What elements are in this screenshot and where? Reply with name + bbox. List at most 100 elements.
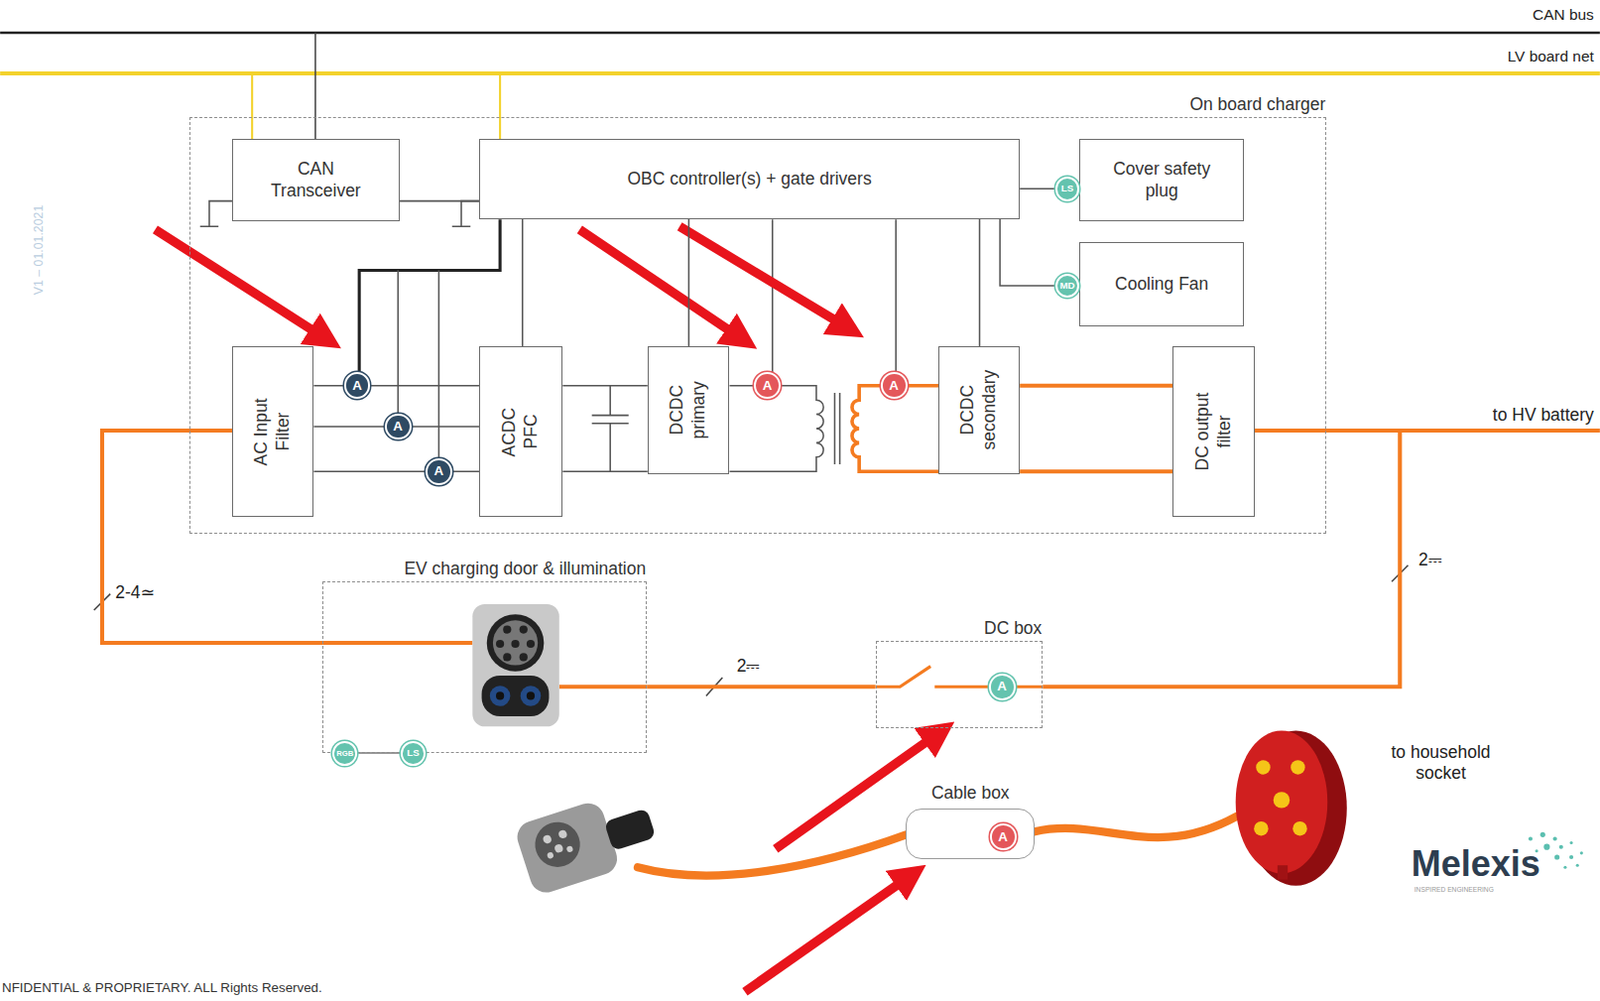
logo-dots <box>1580 851 1584 855</box>
callout-arrow <box>154 229 317 333</box>
transformer <box>834 392 840 465</box>
box-label: Cover safety plug <box>1105 158 1220 203</box>
callout-arrow <box>679 226 839 323</box>
sensor-wire <box>359 219 896 459</box>
callout-arrow <box>154 226 931 991</box>
household-plug <box>1292 821 1307 836</box>
ev-plug <box>542 834 553 845</box>
sensor-symbol: MD <box>1055 273 1081 299</box>
charging-inlet <box>526 639 535 648</box>
fan-box: Cooling Fan <box>1079 242 1245 326</box>
box-label: DCDC primary <box>666 367 711 453</box>
logo-dots <box>1553 836 1558 841</box>
bus-lines <box>251 73 500 140</box>
household-plug <box>1290 759 1305 774</box>
charging-inlet <box>495 691 504 700</box>
port-label: to household socket <box>1363 741 1517 784</box>
box-label: CAN Transceiver <box>258 158 373 203</box>
ammeter-symbol: A <box>384 413 412 441</box>
sensor-symbol: RGB <box>332 740 358 766</box>
ev-plug <box>557 829 568 840</box>
group-heading: EV charging door & illumination <box>403 558 646 581</box>
household-plug <box>1235 730 1329 873</box>
callout-arrow <box>744 881 902 992</box>
charging-inlet <box>520 685 542 707</box>
logo-dots <box>1576 863 1580 867</box>
household-plug <box>1253 821 1268 836</box>
ground-symbol <box>452 201 481 228</box>
box-label: DC output filter <box>1192 388 1236 475</box>
group-heading: On board charger <box>1189 94 1326 117</box>
converter-box: DCDC secondary <box>938 346 1020 475</box>
signal-connector <box>313 384 480 387</box>
dc-box-group: DC box <box>875 640 1044 729</box>
signal-connector <box>979 219 982 348</box>
charging-inlet <box>492 619 538 665</box>
box-label: ACDC PFC <box>498 388 543 475</box>
charging-cable <box>637 834 907 875</box>
box-label: DCDC secondary <box>957 367 1001 453</box>
bus-label: CAN bus <box>1532 5 1595 25</box>
logo-text: Melexis <box>1411 843 1541 886</box>
ev-plug <box>546 851 555 860</box>
signal-connector <box>521 219 524 348</box>
watermark: V1 – 01.01.2021 <box>31 205 47 296</box>
signal-connector <box>562 470 647 473</box>
household-plug <box>1235 730 1348 885</box>
household-plug <box>1277 864 1288 879</box>
sensor-symbol: LS <box>1055 176 1081 202</box>
hv-wire <box>875 666 932 688</box>
bus-lines <box>0 71 1600 76</box>
pfc-box: ACDC PFC <box>479 346 563 517</box>
logo-dots <box>1563 865 1567 869</box>
charging-inlet <box>482 675 550 717</box>
ammeter-symbol: A <box>344 371 371 399</box>
logo-dots <box>1554 854 1560 860</box>
logo-dots <box>1570 841 1574 845</box>
ammeter-symbol: A <box>989 823 1017 851</box>
transceiver-box: CAN Transceiver <box>232 138 400 221</box>
sensor-symbol: LS <box>400 740 426 766</box>
ev-plug <box>512 798 621 896</box>
port-label: to HV battery <box>1492 403 1595 425</box>
wire-count: 2⎓ <box>737 654 761 676</box>
controller-box: OBC controller(s) + gate drivers <box>479 138 1020 219</box>
wire-count: 2⎓ <box>1418 548 1443 570</box>
box-label: Cooling Fan <box>1114 273 1209 296</box>
ammeter-symbol: A <box>988 673 1016 701</box>
charging-inlet <box>495 639 504 648</box>
filter-box: DC output filter <box>1172 346 1254 517</box>
charging-inlet <box>490 685 511 707</box>
charging-inlet <box>472 604 559 727</box>
logo-tagline: INSPIRED ENGINEERING <box>1414 885 1494 894</box>
group-heading: DC box <box>984 617 1042 640</box>
ammeter-symbol: A <box>753 371 781 399</box>
charging-inlet <box>526 691 535 700</box>
charging-inlet <box>519 652 528 661</box>
hv-connector <box>1019 469 1173 474</box>
charging-inlet <box>472 604 559 727</box>
charging-door-group: EV charging door & illumination <box>322 581 647 753</box>
ammeter-symbol: A <box>425 458 453 486</box>
capacitor <box>592 385 629 472</box>
logo-dots <box>1569 855 1574 860</box>
footer-note: NFIDENTIAL & PROPRIETARY. ALL Rights Res… <box>1 980 323 996</box>
ammeter-symbol: A <box>880 371 908 399</box>
charger-housing: On board chargerCAN TransceiverOBC contr… <box>189 117 1327 534</box>
box-label: AC Input Filter <box>250 388 295 475</box>
ev-plug <box>553 843 564 854</box>
bus-label: LV board net <box>1507 46 1595 66</box>
transformer <box>730 385 940 472</box>
logo-dots <box>1559 845 1564 850</box>
safety-plug-box: Cover safety plug <box>1079 138 1245 221</box>
box-label: OBC controller(s) + gate drivers <box>627 168 872 191</box>
bus-lines <box>314 32 317 140</box>
ev-plug <box>566 845 575 854</box>
signal-connector <box>313 470 480 473</box>
charging-inlet <box>519 624 528 633</box>
ev-plug <box>529 816 587 873</box>
charging-inlet <box>502 624 511 633</box>
ground-symbol <box>200 201 234 228</box>
ev-plug <box>512 785 662 897</box>
